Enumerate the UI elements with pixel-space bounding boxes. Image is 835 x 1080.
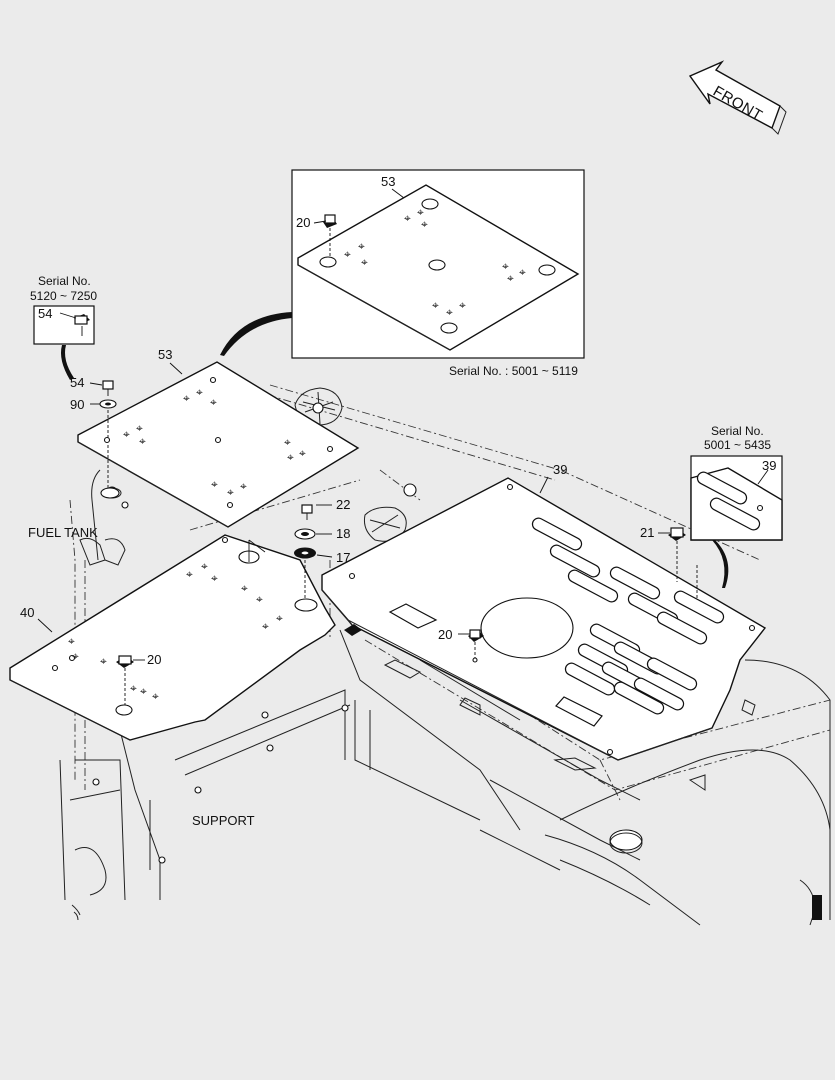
svg-text:⌖: ⌖ (123, 427, 130, 441)
right-floor-plate-39 (321, 477, 767, 761)
plate-40-clip-holes: ⌖ ⌖ ⌖ ⌖ ⌖ ⌖ ⌖ ⌖ ⌖ ⌖ ⌖ ⌖ ⌖ (68, 559, 283, 703)
callout-bolt-54: 54 (70, 375, 84, 390)
svg-text:⌖: ⌖ (130, 681, 137, 695)
upper-plate-53: ⌖ ⌖ ⌖ ⌖ ⌖ ⌖ ⌖ ⌖ ⌖ ⌖ ⌖ ⌖ (77, 361, 360, 528)
serial-right-range: 5001 ~ 5435 (704, 438, 771, 452)
inset-plate-53-serial-5001-5119: ⌖ ⌖ ⌖ ⌖ ⌖ ⌖ ⌖ ⌖ ⌖ ⌖ ⌖ ⌖ (220, 169, 585, 359)
svg-text:⌖: ⌖ (432, 298, 439, 312)
svg-text:⌖: ⌖ (186, 567, 193, 581)
callout-washer-18: 18 (336, 526, 350, 541)
svg-text:⌖: ⌖ (404, 211, 411, 225)
svg-text:⌖: ⌖ (361, 255, 368, 269)
svg-text:⌖: ⌖ (459, 298, 466, 312)
svg-text:⌖: ⌖ (502, 259, 509, 273)
inset-plate-39-serial-5001-5435 (690, 455, 783, 588)
svg-text:⌖: ⌖ (241, 581, 248, 595)
serial-right-title: Serial No. (711, 424, 764, 438)
callout-washer-17: 17 (336, 550, 350, 565)
svg-text:⌖: ⌖ (417, 205, 424, 219)
svg-text:⌖: ⌖ (358, 239, 365, 253)
svg-text:⌖: ⌖ (136, 421, 143, 435)
svg-text:⌖: ⌖ (100, 654, 107, 668)
svg-text:⌖: ⌖ (421, 217, 428, 231)
serial-left-range: 5120 ~ 7250 (30, 289, 97, 303)
svg-text:⌖: ⌖ (284, 435, 291, 449)
svg-text:⌖: ⌖ (68, 634, 75, 648)
callout-upper-plate-53: 53 (158, 347, 172, 362)
callout-right-inset-plate-39: 39 (762, 458, 776, 473)
svg-text:⌖: ⌖ (201, 559, 208, 573)
svg-text:⌖: ⌖ (210, 395, 217, 409)
svg-text:⌖: ⌖ (446, 305, 453, 319)
plate-39-vent-slots (531, 517, 725, 715)
svg-text:⌖: ⌖ (507, 271, 514, 285)
support-label: SUPPORT (192, 813, 255, 828)
callout-plate-40: 40 (20, 605, 34, 620)
callout-washer-90: 90 (70, 397, 84, 412)
serial-inset-caption: Serial No. : 5001 ~ 5119 (449, 364, 578, 378)
callout-inset-plate-53: 53 (381, 174, 395, 189)
callout-plate-39-bolt-20: 20 (438, 627, 452, 642)
svg-text:⌖: ⌖ (299, 446, 306, 460)
front-direction-arrow (688, 60, 787, 135)
serial-left-title: Serial No. (38, 274, 91, 288)
svg-text:⌖: ⌖ (344, 247, 351, 261)
svg-text:⌖: ⌖ (262, 619, 269, 633)
fasteners (99, 380, 698, 705)
svg-text:⌖: ⌖ (196, 385, 203, 399)
svg-text:⌖: ⌖ (152, 689, 159, 703)
svg-text:⌖: ⌖ (211, 571, 218, 585)
svg-text:⌖: ⌖ (287, 450, 294, 464)
inset-bolt-54-serial-5120-7250 (33, 305, 95, 380)
svg-text:⌖: ⌖ (140, 684, 147, 698)
callout-leaders (37, 188, 769, 661)
svg-text:⌖: ⌖ (227, 485, 234, 499)
svg-text:⌖: ⌖ (72, 649, 79, 663)
svg-text:⌖: ⌖ (256, 592, 263, 606)
fuel-tank-label: FUEL TANK (28, 525, 98, 540)
callout-inset-bolt-20: 20 (296, 215, 310, 230)
left-floor-plate-40: ⌖ ⌖ ⌖ ⌖ ⌖ ⌖ ⌖ ⌖ ⌖ ⌖ ⌖ ⌖ ⌖ (9, 534, 336, 741)
callout-plate-40-bolt-20: 20 (147, 652, 161, 667)
svg-text:⌖: ⌖ (183, 391, 190, 405)
svg-text:⌖: ⌖ (139, 434, 146, 448)
svg-text:⌖: ⌖ (211, 477, 218, 491)
callout-plate-39: 39 (553, 462, 567, 477)
callout-bolt-22: 22 (336, 497, 350, 512)
callout-bolt-21: 21 (640, 525, 654, 540)
svg-text:⌖: ⌖ (276, 611, 283, 625)
callout-left-inset-bolt-54: 54 (38, 306, 52, 321)
svg-text:⌖: ⌖ (519, 265, 526, 279)
machine-frame-background (59, 384, 831, 926)
svg-text:⌖: ⌖ (240, 479, 247, 493)
